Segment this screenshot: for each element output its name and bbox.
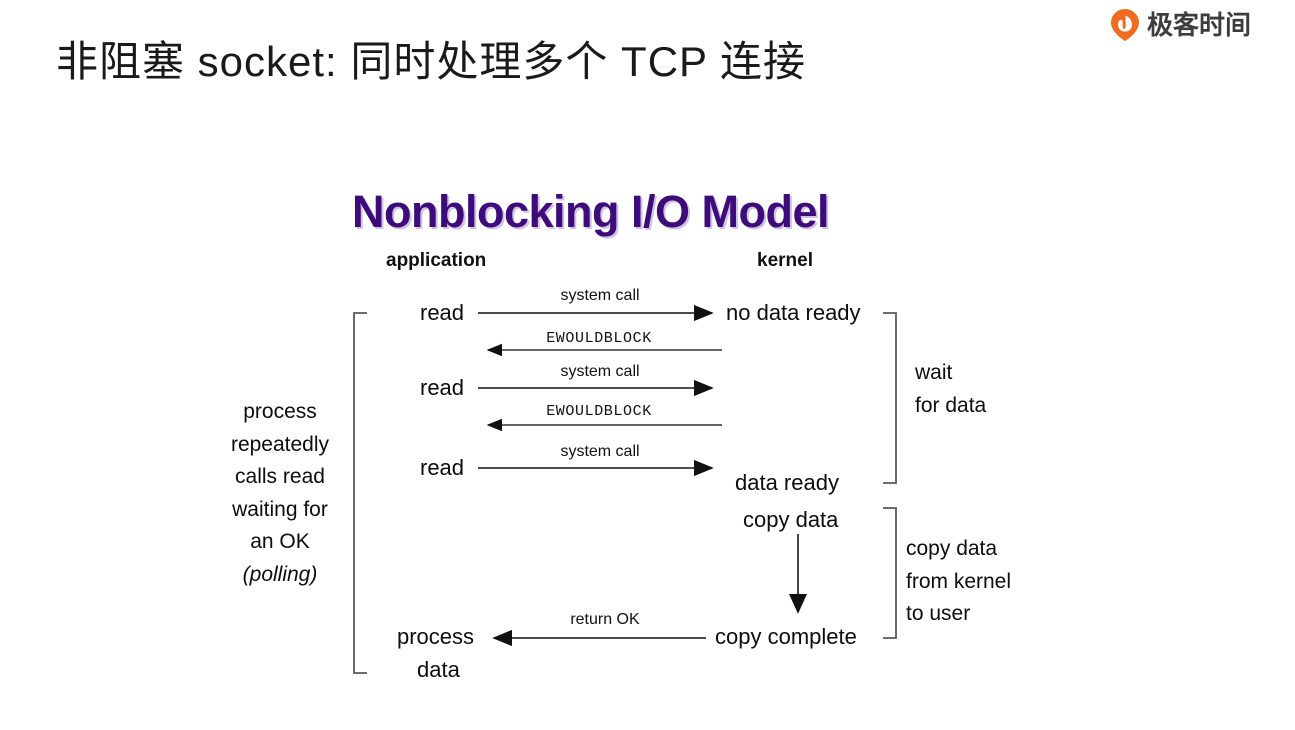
label-return-ok: return OK xyxy=(570,611,640,628)
label-ewouldblock-1: EWOULDBLOCK xyxy=(546,330,652,347)
node-read-1: read xyxy=(420,300,465,325)
label-system-call-2: system call xyxy=(560,363,640,380)
note-line: waiting for xyxy=(232,497,328,521)
column-header-kernel: kernel xyxy=(757,250,813,271)
note-line-polling: (polling) xyxy=(242,562,318,586)
geektime-pin-icon xyxy=(1111,9,1139,41)
note-line: repeatedly xyxy=(230,432,330,456)
node-read-2: read xyxy=(420,375,465,400)
bracket-copy-to-user xyxy=(883,507,897,639)
note-line: copy data xyxy=(906,537,998,560)
brand-logo: 极客时间 xyxy=(1110,8,1251,42)
note-line: from kernel xyxy=(906,569,1012,593)
column-header-application: application xyxy=(386,250,487,271)
node-data-ready: data ready xyxy=(735,470,839,495)
bracket-wait-for-data xyxy=(883,312,897,484)
node-data: data xyxy=(417,657,460,682)
bracket-process-polling xyxy=(353,312,367,674)
node-process: process xyxy=(397,624,475,649)
node-no-data-ready: no data ready xyxy=(726,300,861,325)
note-line: calls read xyxy=(235,465,325,489)
label-system-call-1: system call xyxy=(560,287,640,304)
label-system-call-3: system call xyxy=(560,443,640,460)
note-line: to user xyxy=(906,602,971,626)
note-line: an OK xyxy=(250,530,310,554)
label-ewouldblock-2: EWOULDBLOCK xyxy=(546,403,652,420)
note-line: process xyxy=(243,400,317,423)
note-wait-for-data: wait for data xyxy=(915,357,986,422)
node-read-3: read xyxy=(420,455,465,480)
note-copy-to-user: copy data from kernel to user xyxy=(906,533,1011,631)
note-line: wait xyxy=(915,361,953,384)
note-line: for data xyxy=(915,393,987,417)
diagram-title: Nonblocking I/O Model xyxy=(352,186,830,237)
page-title: 非阻塞 socket: 同时处理多个 TCP 连接 xyxy=(56,38,806,85)
node-copy-complete: copy complete xyxy=(715,624,857,649)
brand-name: 极客时间 xyxy=(1147,10,1252,40)
node-copy-data: copy data xyxy=(743,507,839,532)
note-process-polling: process repeatedly calls read waiting fo… xyxy=(196,396,364,591)
